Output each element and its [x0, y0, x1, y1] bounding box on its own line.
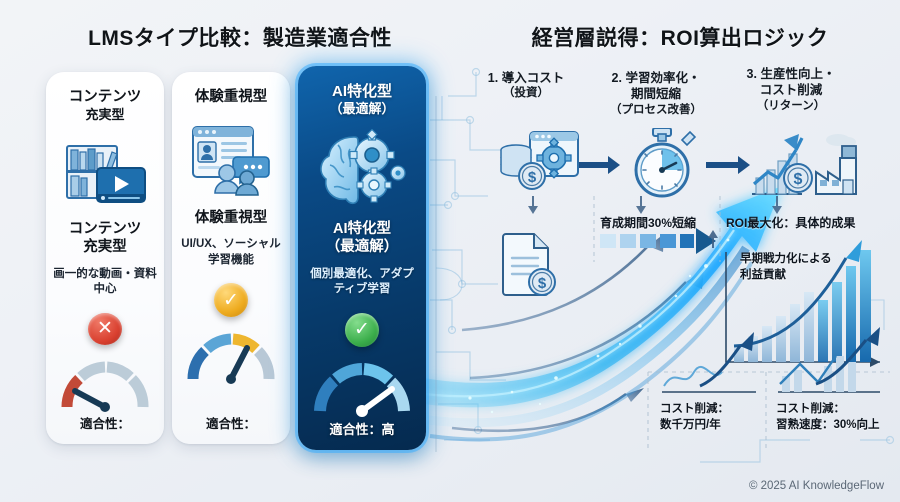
svg-text:$: $ — [528, 169, 537, 186]
card-title: 体験重視型 — [194, 89, 268, 105]
brain-gears-icon — [314, 124, 410, 216]
card-name: 体験重視型 — [194, 209, 268, 226]
svg-text:$: $ — [538, 275, 547, 292]
roi-step-2-label: 2. 学習効率化・ 期間短縮 （プロセス改善） — [610, 71, 702, 116]
kpi-card-proficiency-speed: コスト削減： 習熟速度：30%向上 — [776, 403, 880, 431]
status-badge-cross: ✕ — [88, 312, 122, 345]
card-title: AI特化型 （最適解） — [329, 83, 395, 117]
suitability-gauge-low — [59, 359, 151, 413]
copyright-footer: © 2025 AI KnowledgeFlow — [748, 480, 884, 492]
card-name: AI特化型 （最適解） — [325, 220, 399, 256]
suitability-gauge-high — [312, 361, 412, 417]
card-description: UI/UX、ソーシャル学習機能 — [181, 238, 281, 266]
growth-factory-icon: $ — [752, 134, 857, 195]
card-description: 画一的な動画・資料中心 — [53, 267, 157, 296]
card-description: 個別最適化、アダプティブ学習 — [310, 267, 414, 296]
kpi-chart-1 — [662, 332, 756, 393]
kpi-label-roi-max: ROI最大化：具体的成果 — [726, 216, 856, 230]
social-ui-icon — [187, 113, 275, 205]
status-badge-check-green: ✓ — [345, 312, 379, 347]
coins-gear-window-icon: $ — [500, 131, 579, 190]
lms-card-ai-specialized[interactable]: AI特化型 （最適解） — [298, 66, 426, 450]
growth-annotation: 早期戦力化による 利益貢献 — [740, 253, 832, 281]
lms-card-experience[interactable]: 体験重視型 — [172, 72, 290, 444]
kpi-chart-2 — [778, 327, 880, 393]
kpi-card-cost-reduction: コスト削減： 数千万円/年 — [660, 403, 729, 431]
card-footer-label: 適合性： — [79, 417, 130, 431]
card-footer-label: 適合性： — [205, 417, 256, 431]
card-footer-label: 適合性：高 — [329, 422, 395, 437]
lms-card-content-rich[interactable]: コンテンツ 充実型 — [46, 72, 164, 444]
bookshelf-video-icon — [61, 129, 149, 216]
svg-text:$: $ — [794, 171, 803, 188]
page-title-left: LMSタイプ比較：製造業適合性 — [88, 27, 392, 50]
suitability-gauge-mid — [185, 331, 277, 385]
status-badge-check-yellow: ✓ — [214, 283, 248, 318]
roi-step-3-label: 3. 生産性向上・ コスト削減 （リターン） — [746, 67, 836, 112]
cost-document-icon: $ — [502, 233, 556, 296]
roi-step-1-label: 1. 導入コスト （投資） — [487, 71, 565, 100]
kpi-label-training-period: 育成期間30%短縮 — [600, 216, 697, 230]
stopwatch-icon — [634, 128, 697, 198]
card-name: コンテンツ 充実型 — [68, 220, 142, 256]
card-title: コンテンツ 充実型 — [68, 89, 142, 122]
page-title-right: 経営層説得：ROI算出ロジック — [531, 27, 829, 50]
